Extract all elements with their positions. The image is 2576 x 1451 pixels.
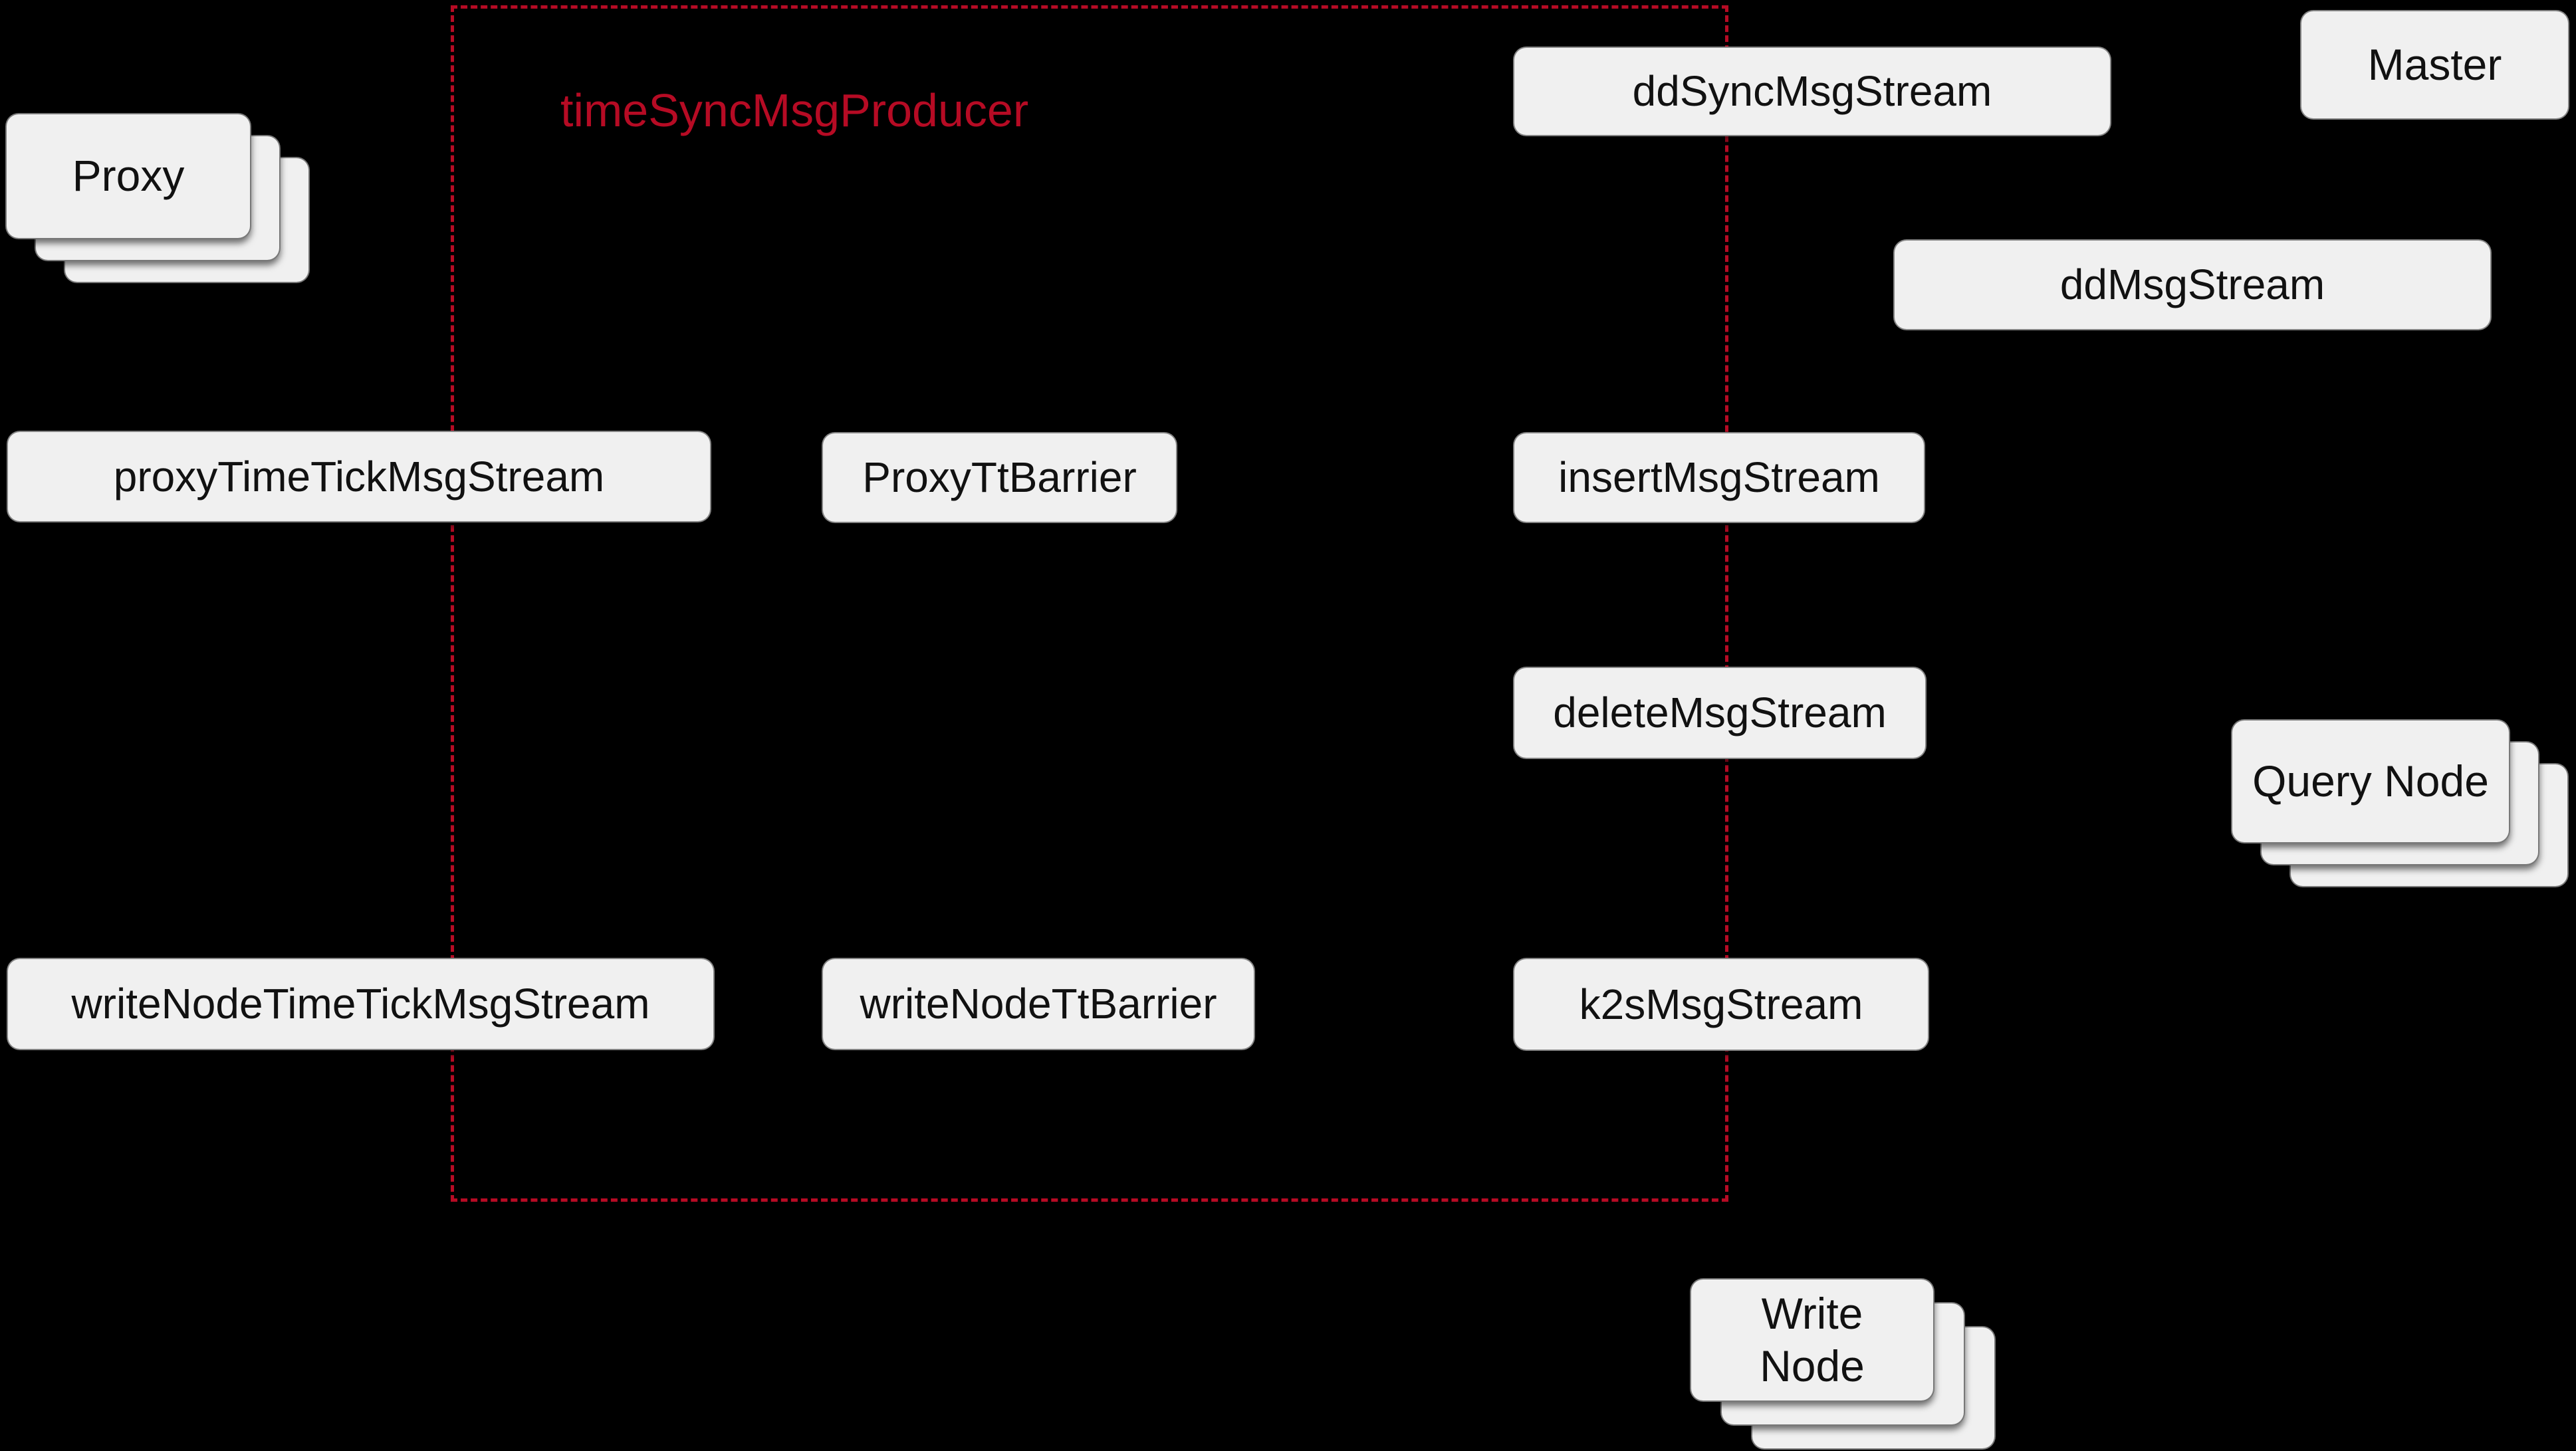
node-master-label: Master (2367, 40, 2502, 90)
query-node-stack-card-front: Query Node (2231, 719, 2510, 843)
node-query-node: Query Node (2231, 719, 2569, 887)
node-write-node-label: Write Node (1760, 1288, 1865, 1391)
timesync-producer-label: timeSyncMsgProducer (560, 84, 1029, 136)
node-write-node-time-tick-msg-stream-label: writeNodeTimeTickMsgStream (71, 980, 650, 1028)
node-write-node-tt-barrier: writeNodeTtBarrier (822, 958, 1255, 1050)
node-k2s-msg-stream: k2sMsgStream (1513, 958, 1929, 1051)
node-insert-msg-stream: insertMsgStream (1513, 432, 1925, 523)
node-proxy-tt-barrier-label: ProxyTtBarrier (862, 453, 1137, 502)
node-write-node-time-tick-msg-stream: writeNodeTimeTickMsgStream (7, 958, 715, 1050)
node-dd-msg-stream-label: ddMsgStream (2059, 261, 2325, 309)
node-dd-msg-stream: ddMsgStream (1893, 239, 2492, 330)
proxy-stack-card-front: Proxy (5, 113, 251, 239)
timesync-producer-region (451, 5, 1728, 1202)
node-dd-sync-msg-stream-label: ddSyncMsgStream (1632, 67, 1992, 116)
node-proxy-time-tick-msg-stream-label: proxyTimeTickMsgStream (113, 452, 605, 501)
node-proxy-tt-barrier: ProxyTtBarrier (822, 432, 1177, 523)
node-write-node: Write Node (1690, 1278, 1996, 1450)
node-proxy: Proxy (5, 113, 310, 283)
node-write-node-tt-barrier-label: writeNodeTtBarrier (860, 980, 1217, 1028)
node-proxy-time-tick-msg-stream: proxyTimeTickMsgStream (7, 431, 711, 522)
node-delete-msg-stream: deleteMsgStream (1513, 667, 1927, 759)
node-delete-msg-stream-label: deleteMsgStream (1553, 689, 1887, 737)
node-proxy-label: Proxy (72, 151, 185, 201)
node-query-node-label: Query Node (2252, 756, 2489, 806)
node-k2s-msg-stream-label: k2sMsgStream (1579, 980, 1863, 1028)
node-master: Master (2300, 10, 2569, 120)
node-insert-msg-stream-label: insertMsgStream (1558, 453, 1880, 502)
write-node-stack-card-front: Write Node (1690, 1278, 1934, 1402)
node-dd-sync-msg-stream: ddSyncMsgStream (1513, 47, 2111, 136)
